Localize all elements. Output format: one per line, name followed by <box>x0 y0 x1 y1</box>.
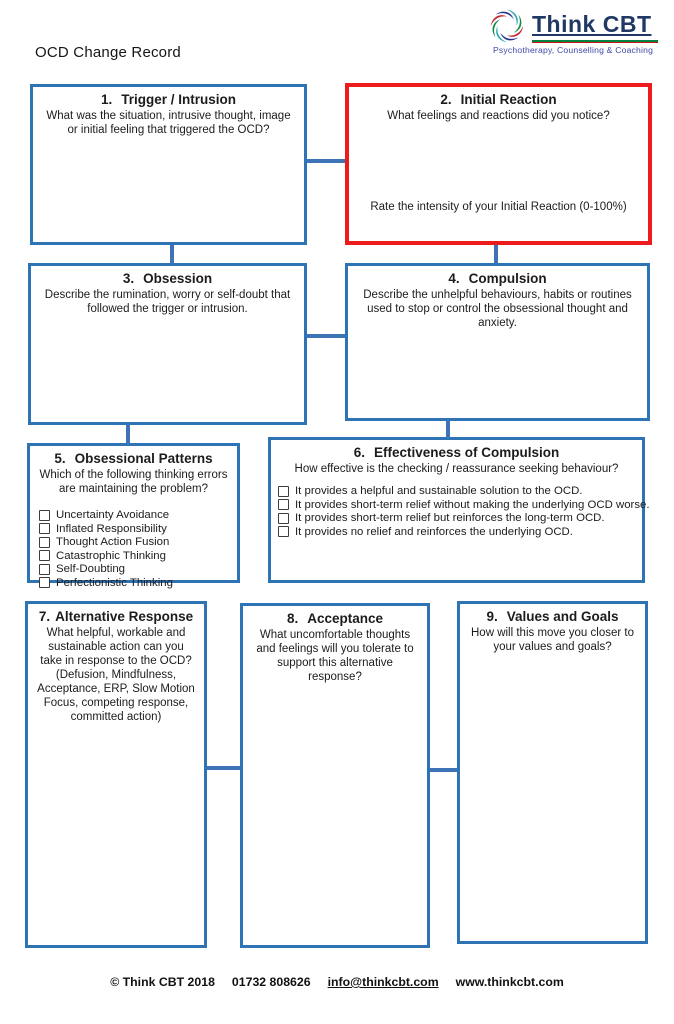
box-obsessional-patterns-heading: 5.Obsessional Patterns <box>54 451 213 466</box>
checkbox-option[interactable]: It provides short-term relief but reinfo… <box>278 512 642 525</box>
think-cbt-logo: Think CBT Psychotherapy, Counselling & C… <box>488 4 664 56</box>
checkbox-label: Catastrophic Thinking <box>56 549 166 562</box>
box-alternative-response-prompt: What helpful, workable and sustainable a… <box>37 627 195 723</box>
checkbox-label: It provides no relief and reinforces the… <box>295 525 573 538</box>
checkbox-icon[interactable] <box>278 499 289 511</box>
box-alternative-response[interactable]: 7.Alternative Response What helpful, wor… <box>25 601 207 948</box>
checkbox-icon[interactable] <box>39 577 50 589</box>
checkbox-option[interactable]: Thought Action Fusion <box>39 536 237 549</box>
checkbox-option[interactable]: Uncertainty Avoidance <box>39 509 237 522</box>
connector-obsession-to-compulsion <box>307 334 345 338</box>
checkbox-icon[interactable] <box>39 563 50 575</box>
phone-number: 01732 808626 <box>231 975 311 989</box>
box-obsession-prompt: Describe the rumination, worry or self-d… <box>44 289 291 315</box>
checkbox-label: It provides a helpful and sustainable so… <box>295 485 583 498</box>
checkbox-icon[interactable] <box>278 526 289 538</box>
box-effectiveness-of-compulsion[interactable]: 6.Effectiveness of Compulsion How effect… <box>268 437 650 583</box>
checkbox-icon[interactable] <box>39 523 50 535</box>
logo-tagline: Psychotherapy, Counselling & Coaching <box>493 45 654 55</box>
effectiveness-checklist: It provides a helpful and sustainable so… <box>271 485 650 539</box>
page-footer: © Think CBT 2018 01732 808626 info@think… <box>0 975 674 989</box>
connector-acceptance-to-values <box>430 768 457 772</box>
box-initial-reaction-prompt: What feelings and reactions did you noti… <box>387 110 610 122</box>
box-obsession[interactable]: 3.Obsession Describe the rumination, wor… <box>28 263 307 425</box>
checkbox-label: It provides short-term relief without ma… <box>295 498 650 511</box>
box-compulsion-heading: 4.Compulsion <box>448 271 547 286</box>
box-values-goals-prompt: How will this move you closer to your va… <box>471 627 634 653</box>
rate-intensity-prompt: Rate the intensity of your Initial React… <box>370 201 627 213</box>
box-acceptance-prompt: What uncomfortable thoughts and feelings… <box>256 629 414 683</box>
checkbox-icon[interactable] <box>278 485 289 497</box>
copyright-text: © Think CBT 2018 <box>110 975 215 989</box>
checkbox-option[interactable]: Perfectionistic Thinking <box>39 577 237 590</box>
connector-trigger-to-initial-reaction <box>307 159 345 163</box>
checkbox-label: Inflated Responsibility <box>56 522 167 535</box>
box-initial-reaction[interactable]: 2.Initial Reaction What feelings and rea… <box>345 83 652 245</box>
box-alternative-response-heading: 7.Alternative Response <box>38 609 194 624</box>
box-initial-reaction-heading: 2.Initial Reaction <box>440 92 557 107</box>
obsessional-patterns-checklist: Uncertainty Avoidance Inflated Responsib… <box>30 509 237 589</box>
connector-obsession-to-patterns <box>126 424 130 444</box>
logo-divider <box>532 40 658 43</box>
page-title: OCD Change Record <box>35 44 181 61</box>
box-trigger-prompt: What was the situation, intrusive though… <box>46 110 291 136</box>
checkbox-option[interactable]: Inflated Responsibility <box>39 523 237 536</box>
checkbox-option[interactable]: It provides short-term relief without ma… <box>278 499 650 512</box>
logo-wordmark: Think CBT <box>532 11 652 37</box>
connector-initial-reaction-to-compulsion <box>494 245 498 264</box>
box-obsessional-patterns[interactable]: 5.Obsessional Patterns Which of the foll… <box>27 443 240 589</box>
box-obsessional-patterns-prompt: Which of the following thinking errors a… <box>39 469 228 495</box>
connector-trigger-to-obsession <box>170 245 174 264</box>
checkbox-label: It provides short-term relief but reinfo… <box>295 512 605 525</box>
checkbox-icon[interactable] <box>39 550 50 562</box>
connector-alternative-to-acceptance <box>207 766 240 770</box>
email-link[interactable]: info@thinkcbt.com <box>327 975 439 989</box>
checkbox-option[interactable]: It provides no relief and reinforces the… <box>278 526 642 539</box>
checkbox-label: Uncertainty Avoidance <box>56 509 170 522</box>
box-trigger-heading: 1.Trigger / Intrusion <box>100 92 237 107</box>
box-effectiveness-heading: 6.Effectiveness of Compulsion <box>353 445 560 460</box>
box-acceptance[interactable]: 8.Acceptance What uncomfortable thoughts… <box>240 603 430 948</box>
box-values-goals-heading: 9.Values and Goals <box>486 609 619 624</box>
checkbox-icon[interactable] <box>39 509 50 521</box>
box-acceptance-heading: 8.Acceptance <box>286 611 384 626</box>
box-effectiveness-prompt: How effective is the checking / reassura… <box>294 463 619 475</box>
connector-compulsion-to-effectiveness <box>446 420 450 438</box>
checkbox-icon[interactable] <box>278 512 289 524</box>
box-trigger-intrusion[interactable]: 1.Trigger / Intrusion What was the situa… <box>30 84 307 245</box>
box-compulsion[interactable]: 4.Compulsion Describe the unhelpful beha… <box>345 263 650 421</box>
checkbox-option[interactable]: It provides a helpful and sustainable so… <box>278 485 642 498</box>
checkbox-label: Perfectionistic Thinking <box>56 576 173 589</box>
checkbox-label: Self-Doubting <box>56 563 126 576</box>
box-compulsion-prompt: Describe the unhelpful behaviours, habit… <box>363 289 632 329</box>
box-values-and-goals[interactable]: 9.Values and Goals How will this move yo… <box>457 601 648 944</box>
pinwheel-swirl-icon <box>490 9 524 43</box>
checkbox-icon[interactable] <box>39 536 50 548</box>
website-url: www.thinkcbt.com <box>455 975 564 989</box>
checkbox-option[interactable]: Self-Doubting <box>39 563 237 576</box>
box-obsession-heading: 3.Obsession <box>122 271 213 286</box>
checkbox-label: Thought Action Fusion <box>56 536 170 549</box>
checkbox-option[interactable]: Catastrophic Thinking <box>39 550 237 563</box>
